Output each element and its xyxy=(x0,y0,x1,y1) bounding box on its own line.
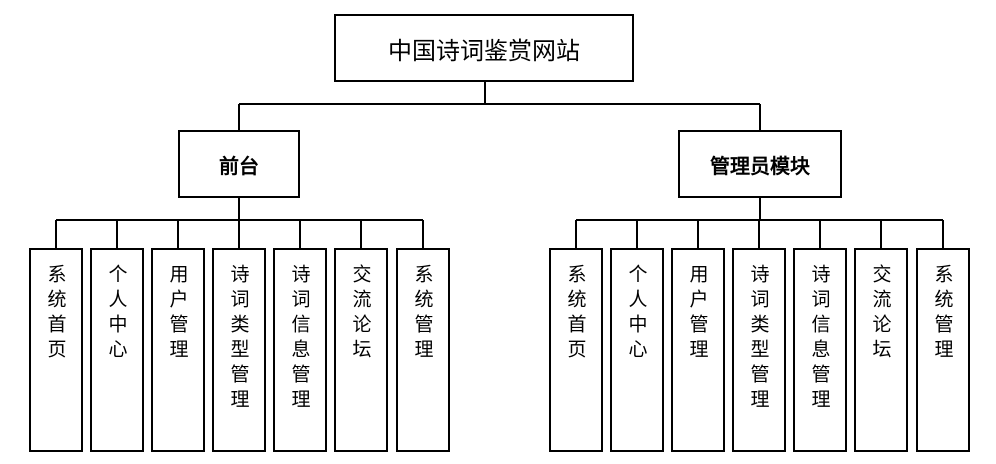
group-label: 管理员模块 xyxy=(710,153,810,178)
leaf-node: 交流论坛 xyxy=(854,248,908,452)
leaf-label: 系统管理 xyxy=(931,264,954,364)
leaf-node: 用户管理 xyxy=(151,248,205,452)
leaf-node: 诗词信息管理 xyxy=(273,248,327,452)
leaf-node: 系统管理 xyxy=(916,248,970,452)
group-node-frontend: 前台 xyxy=(178,130,300,198)
leaf-node: 交流论坛 xyxy=(334,248,388,452)
root-label: 中国诗词鉴赏网站 xyxy=(388,36,580,65)
leaf-label: 用户管理 xyxy=(686,264,709,364)
leaf-node: 诗词类型管理 xyxy=(212,248,266,452)
leaf-label: 系统首页 xyxy=(564,264,587,364)
leaf-label: 个人中心 xyxy=(625,264,648,364)
leaf-label: 诗词信息管理 xyxy=(808,264,831,414)
group-node-admin: 管理员模块 xyxy=(678,130,842,198)
leaf-label: 诗词类型管理 xyxy=(747,264,770,414)
leaf-label: 交流论坛 xyxy=(349,264,372,364)
leaf-node: 诗词类型管理 xyxy=(732,248,786,452)
leaf-label: 系统管理 xyxy=(411,264,434,364)
root-node: 中国诗词鉴赏网站 xyxy=(334,14,634,82)
leaf-label: 诗词类型管理 xyxy=(227,264,250,414)
leaf-label: 系统首页 xyxy=(44,264,67,364)
leaf-label: 交流论坛 xyxy=(869,264,892,364)
leaf-node: 系统首页 xyxy=(549,248,603,452)
leaf-node: 系统首页 xyxy=(29,248,83,452)
leaf-node: 个人中心 xyxy=(90,248,144,452)
leaf-label: 诗词信息管理 xyxy=(288,264,311,414)
leaf-node: 个人中心 xyxy=(610,248,664,452)
leaf-node: 诗词信息管理 xyxy=(793,248,847,452)
leaf-node: 用户管理 xyxy=(671,248,725,452)
leaf-node: 系统管理 xyxy=(396,248,450,452)
group-label: 前台 xyxy=(219,153,259,178)
leaf-label: 用户管理 xyxy=(166,264,189,364)
leaf-label: 个人中心 xyxy=(105,264,128,364)
